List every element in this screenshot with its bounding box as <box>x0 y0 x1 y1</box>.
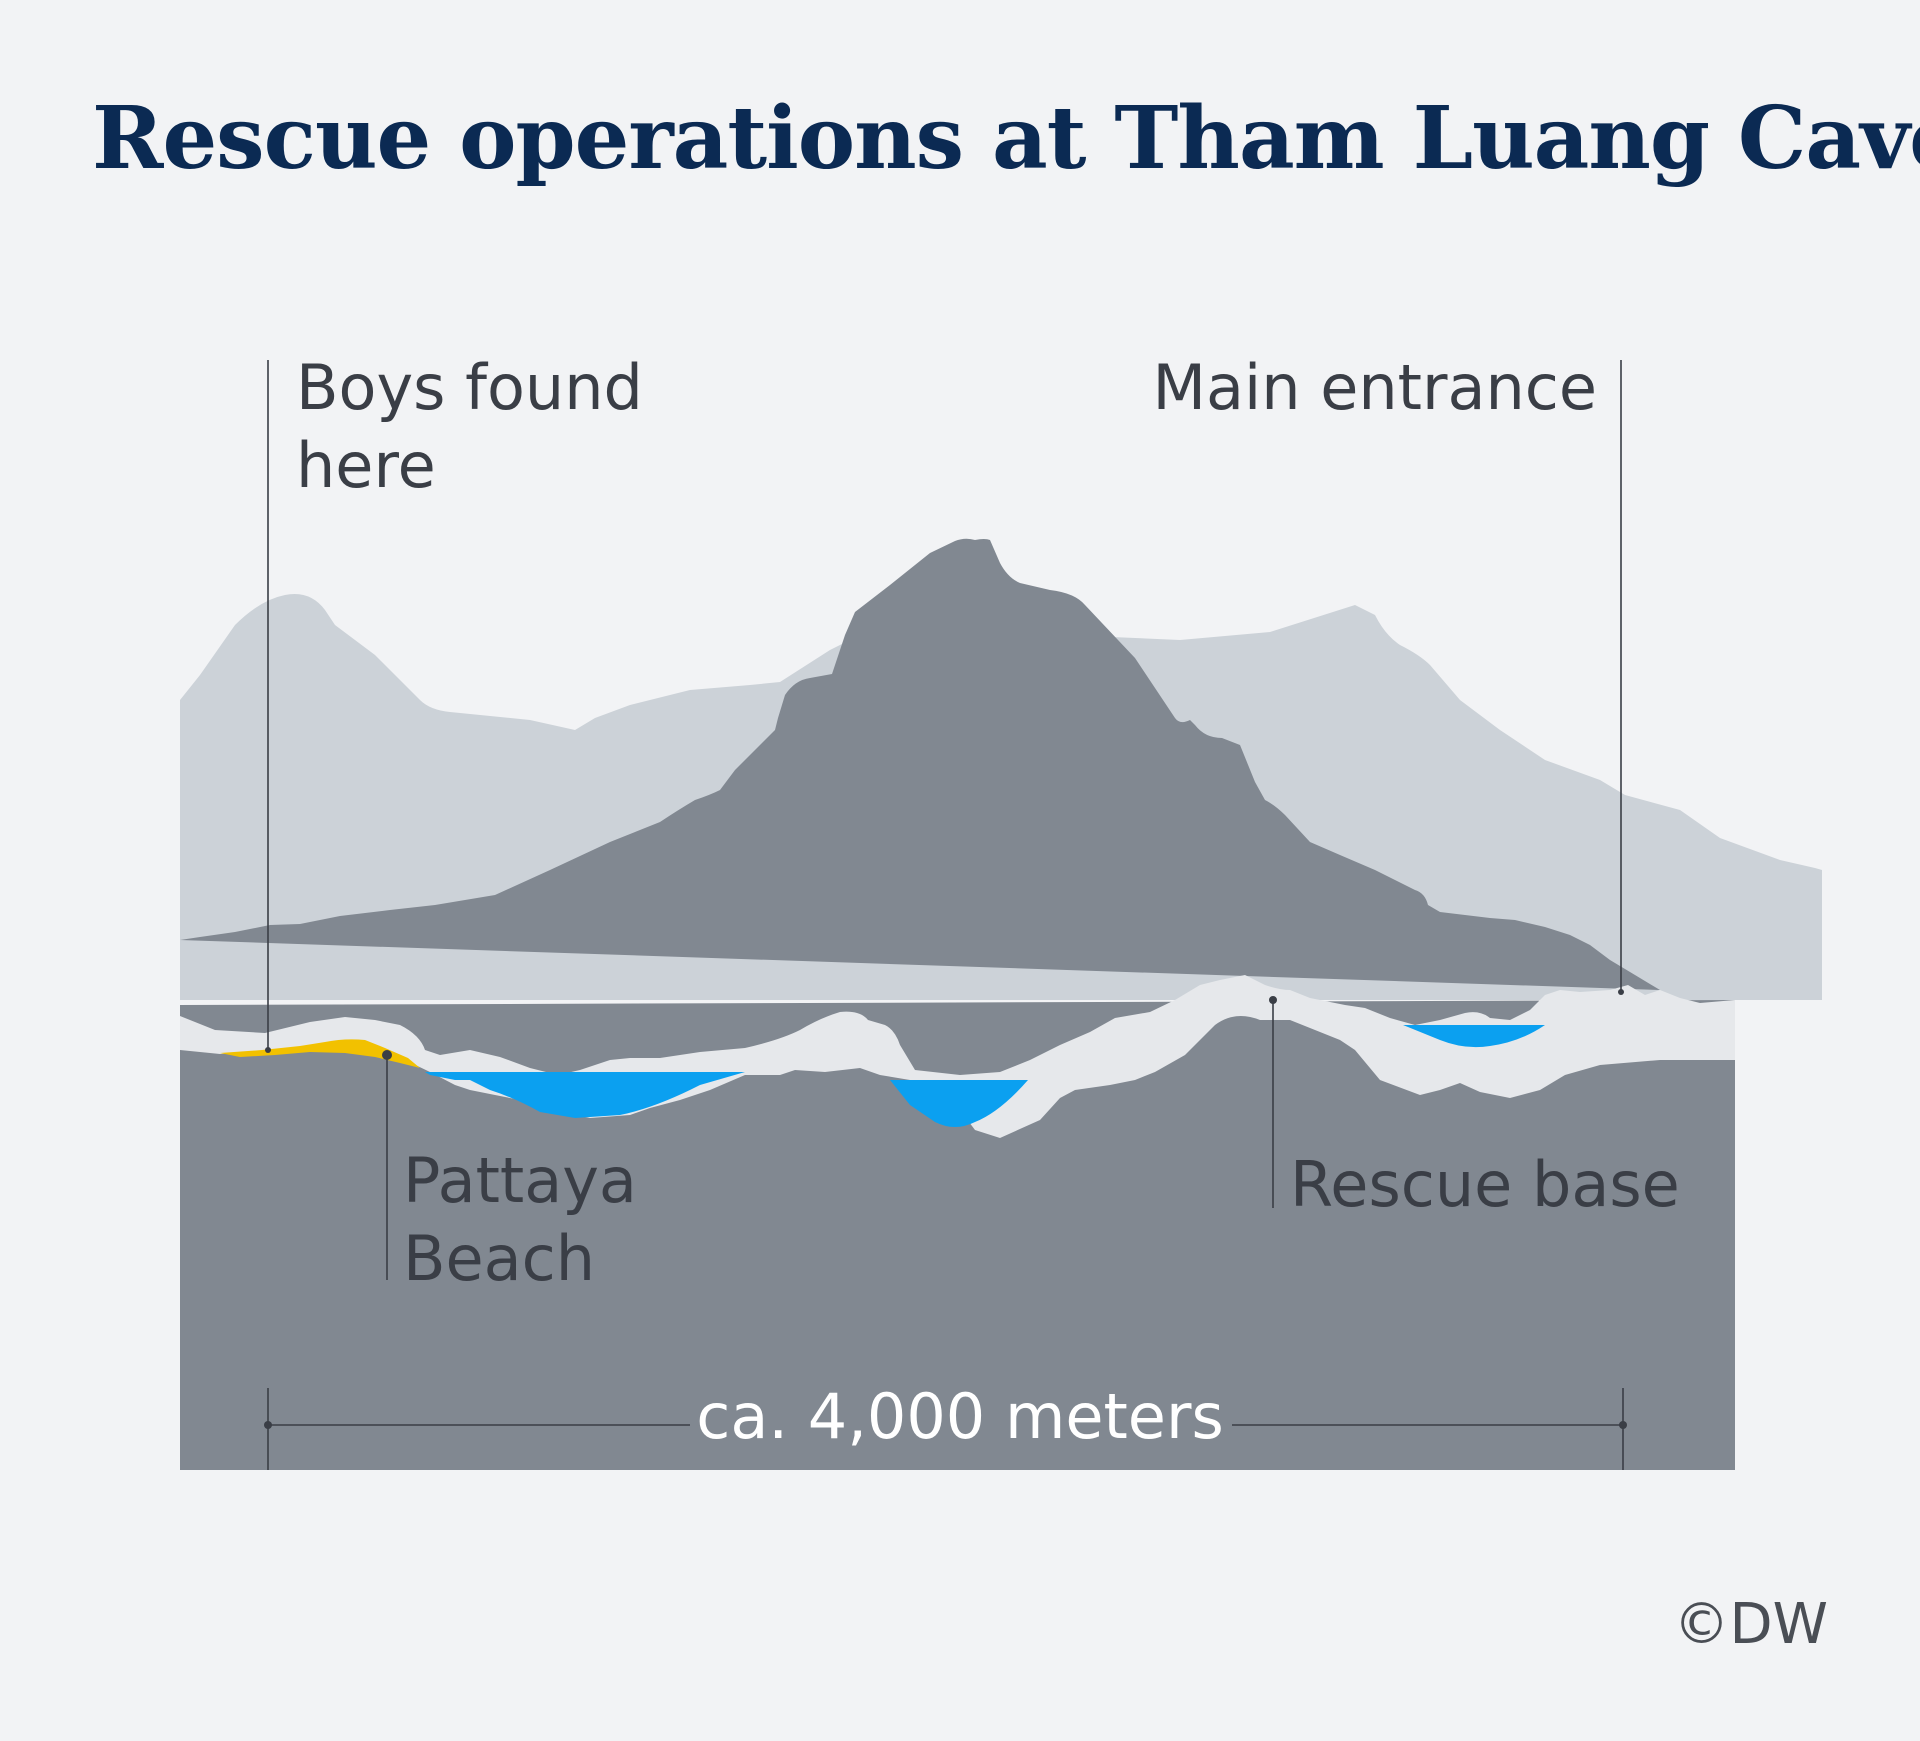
page-title: Rescue operations at Tham Luang Cave <box>92 88 1920 189</box>
water-pool-1 <box>425 1072 745 1118</box>
pattaya-beach-marker <box>382 1050 392 1060</box>
boys-found-label: Boys found here <box>296 351 643 502</box>
main-entrance-marker <box>1618 989 1624 995</box>
credit-label: ©DW <box>1673 1592 1829 1657</box>
rescue-base-marker <box>1269 996 1277 1004</box>
water-pool-2 <box>890 1080 1028 1127</box>
pattaya-beach-label: Pattaya Beach <box>403 1144 637 1295</box>
near-mountain <box>180 538 1735 1470</box>
scale-end-left <box>264 1421 272 1429</box>
water-pool-3 <box>1403 1025 1545 1048</box>
pattaya-beach-ledge <box>220 1039 420 1068</box>
rescue-base-label: Rescue base <box>1290 1148 1680 1221</box>
scale-end-right <box>1619 1421 1627 1429</box>
distance-label: ca. 4,000 meters <box>696 1380 1224 1453</box>
boys-found-marker <box>265 1047 271 1053</box>
main-entrance-label: Main entrance <box>1152 351 1597 424</box>
